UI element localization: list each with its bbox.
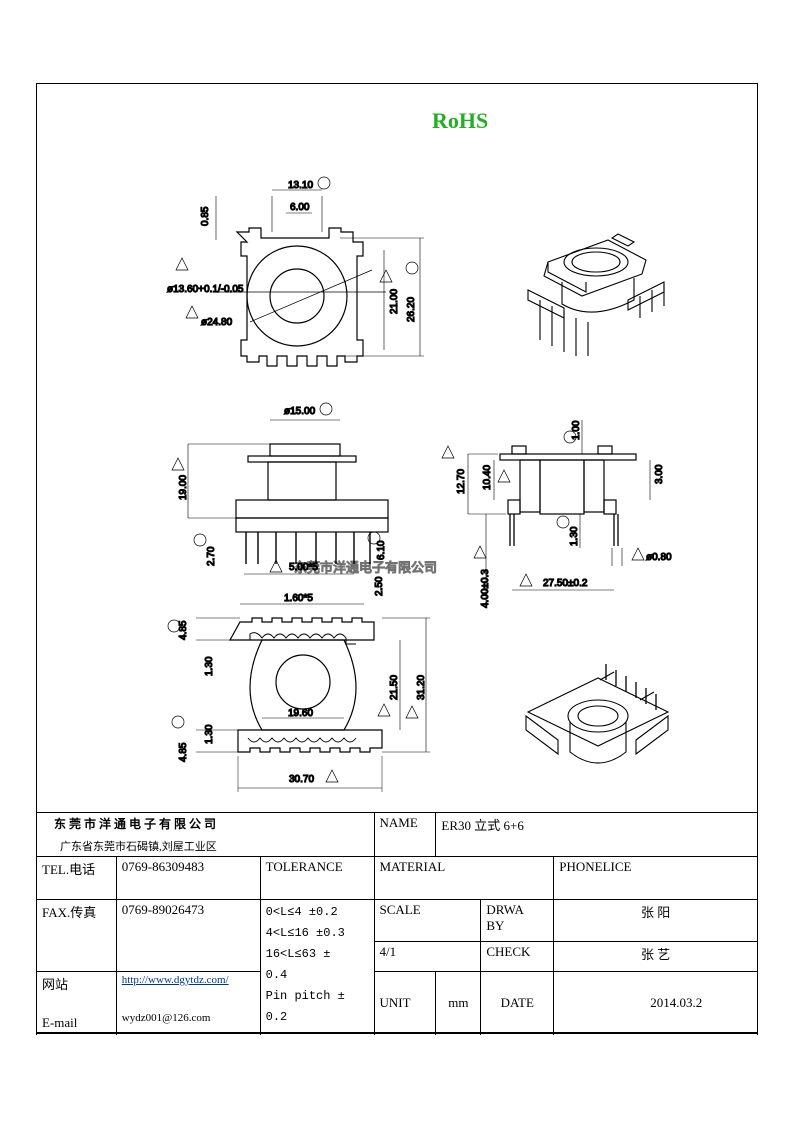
tolerance-label: TOLERANCE	[259, 856, 375, 900]
front-core	[267, 461, 337, 501]
dim-top-slot: 6.00	[290, 202, 310, 213]
dim-top-085: 0.85	[200, 206, 211, 226]
drawn-label: DRWA BY	[480, 899, 555, 942]
tolerance-line: 0<L≤4 ±0.2	[265, 905, 338, 919]
side-view: 1.00 12.70 10.40 3.00 1.30 ø0.80 4.00±0.…	[441, 419, 673, 609]
material-value: PHONELICE	[553, 856, 758, 900]
name-label: NAME	[373, 812, 437, 857]
dim-top-outer-dia: ø24.80	[201, 317, 233, 328]
drawn-label-line: BY	[486, 918, 505, 933]
isometric-view-top	[527, 233, 665, 356]
title-block: 东 莞 市 洋 通 电 子 有 限 公 司 广东省东莞市石碣镇,刘屋工业区 NA…	[36, 812, 758, 1034]
unit-value: mm	[435, 971, 482, 1034]
dim-front-19: 19.00	[178, 475, 189, 500]
dim-side-400: 4.00±0.3	[480, 569, 491, 608]
tolerance-line: 16<L≤63 ±	[265, 947, 331, 961]
dim-side-300: 3.00	[654, 464, 665, 484]
dim-top-width: 13.10	[288, 180, 313, 191]
tolerance-values: 0<L≤4 ±0.2 4<L≤16 ±0.3 16<L≤63 ± 0.4 Pin…	[259, 899, 375, 1034]
email-address: wydz001@126.com	[121, 1012, 211, 1024]
fax-label: FAX.传真	[36, 899, 117, 972]
dim-side-1040: 10.40	[482, 465, 493, 490]
company-cell: 东 莞 市 洋 通 电 子 有 限 公 司 广东省东莞市石碣镇,刘屋工业区	[36, 812, 375, 857]
dim-bottom-2150: 21.50	[389, 675, 400, 700]
bottom-base-comb	[237, 729, 383, 753]
tolerance-line: 0.2	[265, 1010, 288, 1024]
dim-bottom-3070: 30.70	[289, 774, 314, 785]
dim-bottom-485-top: 4.85	[178, 620, 189, 640]
web-email-values: http://www.dgytdz.com/ wydz001@126.com	[115, 971, 261, 1034]
web-email-labels: 网站 E-mail	[36, 971, 117, 1034]
top-view: 13.10 6.00 0.85 ø13.60+0.1/-0.05 ø24.80 …	[166, 176, 424, 367]
dim-front-dia: ø15.00	[284, 406, 316, 417]
bottom-view: 1.60*5 2.50 4.85 1.30 21.50 31.20 19.60 …	[167, 575, 430, 792]
dim-side-2750: 27.50±0.2	[543, 578, 588, 589]
dim-side-1270: 12.70	[456, 469, 467, 494]
drawn-value: 张 阳	[553, 899, 758, 942]
date-value: 2014.03.2	[553, 971, 758, 1034]
dim-bottom-3120: 31.20	[416, 675, 427, 700]
tolerance-line: Pin pitch ±	[265, 989, 345, 1003]
material-label: MATERIAL	[373, 856, 555, 900]
dim-front-610: 6.10	[376, 540, 387, 560]
dim-top-21: 21.00	[389, 289, 400, 314]
dim-top-2620: 26.20	[406, 297, 417, 322]
watermark-text: 东莞市洋通电子有限公司	[294, 560, 437, 576]
company-name: 东 莞 市 洋 通 电 子 有 限 公 司	[54, 817, 217, 831]
bobbin-outer-circle	[246, 245, 348, 347]
company-address: 广东省东莞市石碣镇,刘屋工业区	[60, 841, 217, 853]
tolerance-line: 4<L≤16 ±0.3	[265, 926, 345, 940]
dim-bottom-485-bot: 4.85	[178, 742, 189, 762]
dim-bottom-130-bot: 1.30	[204, 724, 215, 744]
dim-bottom-250: 2.50	[374, 576, 385, 596]
front-view: ø15.00 19.00 2.70 5.00*5 6.10	[171, 402, 389, 575]
website-link[interactable]: http://www.dgytdz.com/	[121, 974, 229, 986]
bottom-top-comb	[228, 617, 375, 641]
front-base	[235, 499, 389, 519]
bottom-inner-circle	[275, 654, 331, 710]
dim-side-100: 1.00	[571, 420, 582, 440]
side-core	[539, 459, 585, 515]
technical-drawing: 13.10 6.00 0.85 ø13.60+0.1/-0.05 ø24.80 …	[166, 176, 673, 792]
dim-side-pin-dia: ø0.80	[646, 552, 672, 563]
dim-bottom-130-top: 1.30	[204, 656, 215, 676]
scale-label: SCALE	[373, 899, 482, 942]
bobbin-inner-circle	[269, 268, 325, 324]
tolerance-line: 0.4	[265, 968, 288, 982]
tel-value: 0769-86309483	[115, 856, 261, 900]
date-label: DATE	[480, 971, 555, 1034]
dim-front-pitch: 5.00*5	[289, 562, 318, 573]
dim-bottom-pitch: 1.60*5	[284, 593, 313, 604]
top-view-outline	[235, 227, 364, 367]
drawn-label-line: DRWA	[486, 902, 524, 917]
dim-bottom-1960: 19.60	[288, 708, 313, 719]
fax-value: 0769-89026473	[115, 899, 261, 972]
check-value: 张 艺	[553, 941, 758, 972]
dim-side-130: 1.30	[569, 526, 580, 546]
tel-label: TEL.电话	[36, 856, 117, 900]
check-label: CHECK	[480, 941, 555, 972]
dim-top-inner-dia: ø13.60+0.1/-0.05	[167, 284, 244, 295]
dim-front-270: 2.70	[206, 546, 217, 566]
unit-label: UNIT	[373, 971, 437, 1034]
rohs-label: RoHS	[432, 108, 489, 133]
front-top-flange	[269, 443, 341, 457]
scale-value: 4/1	[373, 941, 482, 972]
name-value: ER30 立式 6+6	[435, 812, 758, 857]
isometric-view-bottom	[525, 664, 670, 764]
email-label: E-mail	[42, 1015, 78, 1030]
web-label: 网站	[42, 977, 69, 992]
